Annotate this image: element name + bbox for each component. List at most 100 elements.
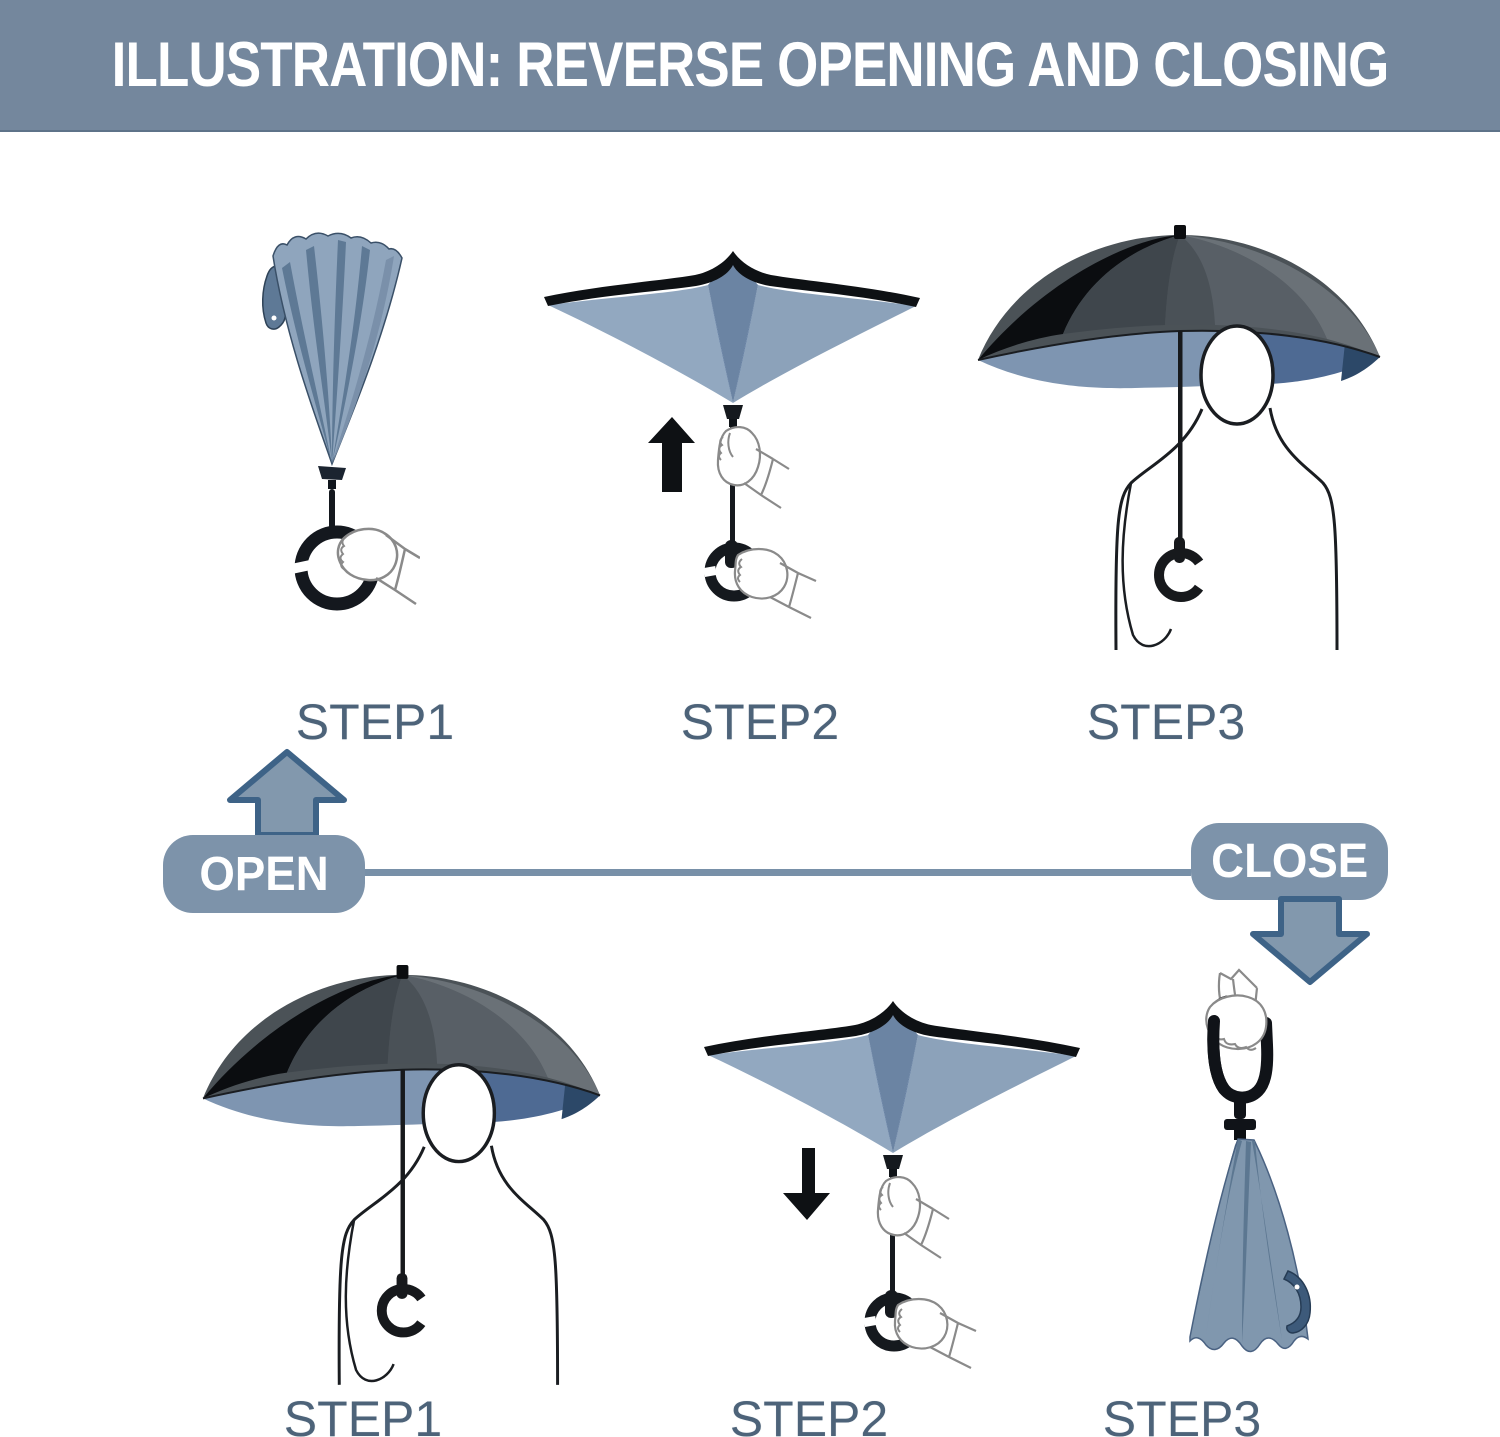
ferrule-neck	[328, 480, 336, 489]
canopy-fold-shadow	[893, 1035, 918, 1153]
canopy-fold-shadow	[733, 285, 758, 403]
hand-icon	[876, 1176, 922, 1237]
dome-panel-black	[202, 974, 403, 1099]
ferrule-icon	[1224, 1119, 1256, 1130]
hand-icon	[733, 547, 789, 600]
ferrule-neck	[1234, 1130, 1246, 1140]
handle-left-arm	[1207, 1015, 1230, 1095]
handle-gap	[863, 1316, 877, 1327]
shaft	[1178, 331, 1183, 539]
strap-button-icon	[1294, 1284, 1300, 1290]
half-open-umbrella-push-up-illustration	[544, 251, 920, 619]
canopy-black-ridge	[704, 1001, 1080, 1057]
canopy-right-wing	[893, 1035, 1076, 1153]
dome-rim-line	[202, 1068, 601, 1100]
pleat-highlight	[332, 256, 394, 464]
person-arm-line	[1121, 482, 1173, 648]
finger-lines	[1211, 1032, 1257, 1051]
ferrule-icon	[723, 405, 743, 419]
open-umbrella-over-person-illustration	[977, 225, 1381, 651]
canopy-black-ridge	[544, 251, 920, 307]
shaft	[890, 1177, 895, 1295]
step-label-bottom-3: STEP3	[1102, 1391, 1262, 1437]
finger-lines	[897, 1308, 903, 1333]
wrist-lines	[375, 533, 420, 606]
pleat-shadow	[282, 262, 332, 464]
finger-lines	[737, 558, 743, 583]
handle-stem	[1234, 1095, 1246, 1119]
person-body-fill	[1115, 408, 1337, 650]
handle-gap	[292, 560, 311, 574]
page-title: ILLUSTRATION: REVERSE OPENING AND CLOSIN…	[111, 30, 1390, 100]
dome-panel	[1180, 235, 1327, 339]
dome-panel	[402, 974, 601, 1096]
wrist-lines	[743, 448, 790, 509]
canopy-left-wing	[548, 285, 733, 403]
canopy-left-wing	[708, 1035, 893, 1153]
closed-umbrella-hanging-illustration	[1189, 968, 1312, 1353]
ferrule-icon	[318, 466, 346, 480]
closed-umbrella-tip-up-illustration	[262, 232, 420, 611]
down-arrow-icon	[783, 1148, 830, 1220]
step-label-top-3: STEP3	[1086, 694, 1246, 750]
open-up-arrow-icon	[227, 749, 347, 838]
umbrella-tip	[396, 965, 409, 979]
shaft	[329, 489, 335, 534]
close-badge: CLOSE	[1191, 823, 1388, 900]
dome-panel-black	[978, 235, 1180, 360]
strap-button-icon	[271, 315, 277, 321]
wrist-lines	[769, 562, 817, 619]
step-label-top-2: STEP2	[680, 694, 840, 750]
draped-canopy-icon	[1189, 1138, 1309, 1353]
person-arm-line	[344, 1219, 395, 1383]
hand-icon	[893, 1297, 949, 1350]
finger-lines	[878, 1182, 894, 1211]
dome-panel	[387, 974, 438, 1064]
ferrule-icon	[883, 1155, 903, 1169]
hand-icon	[336, 527, 399, 582]
dome-panel	[1180, 235, 1380, 357]
c-handle-icon	[376, 1284, 431, 1338]
pleat-shadow	[332, 246, 370, 464]
person-body-fill	[339, 1145, 558, 1385]
person-head	[1199, 324, 1275, 426]
c-handle-icon	[1154, 548, 1208, 602]
dome-panel	[1063, 235, 1180, 334]
finger-lines	[718, 432, 734, 461]
open-badge: OPEN	[163, 835, 365, 913]
open-close-connector-line	[365, 869, 1191, 876]
person-head	[421, 1063, 497, 1164]
step-label-top-1: STEP1	[295, 694, 455, 750]
close-label: CLOSE	[1210, 835, 1369, 888]
person-outline	[1268, 407, 1339, 651]
ferrule-neck	[889, 1169, 897, 1177]
pleat-shadow	[306, 246, 332, 464]
canopy-fold-shadow	[868, 1035, 893, 1153]
hand-icon	[1205, 994, 1268, 1051]
shaft	[400, 1069, 405, 1276]
canopy-fold-shadow	[708, 285, 733, 403]
person-outline	[489, 1145, 560, 1385]
pleat-shadow	[332, 240, 346, 464]
fabric-fold	[1242, 1141, 1251, 1343]
canopy-center-panel	[868, 1007, 918, 1153]
close-down-arrow-icon	[1250, 896, 1370, 985]
ferrule-neck	[729, 419, 737, 427]
shaft	[730, 427, 735, 545]
dome-panel	[402, 974, 548, 1078]
open-label: OPEN	[199, 847, 329, 901]
canopy-right-wing	[733, 285, 916, 403]
dome-panel	[1165, 235, 1215, 325]
handle-gap	[703, 566, 717, 577]
finger-lines	[339, 536, 347, 570]
strap-icon	[1282, 1270, 1312, 1334]
step-label-bottom-1: STEP1	[283, 1391, 443, 1437]
header-banner: ILLUSTRATION: REVERSE OPENING AND CLOSIN…	[0, 0, 1500, 132]
umbrella-tip	[1174, 225, 1186, 239]
step-label-bottom-2: STEP2	[729, 1391, 889, 1437]
fabric-fold	[1252, 1141, 1282, 1340]
half-open-umbrella-pull-down-illustration	[704, 1001, 1080, 1369]
wrist-lines	[903, 1198, 950, 1259]
wrist-lines	[929, 1312, 977, 1369]
